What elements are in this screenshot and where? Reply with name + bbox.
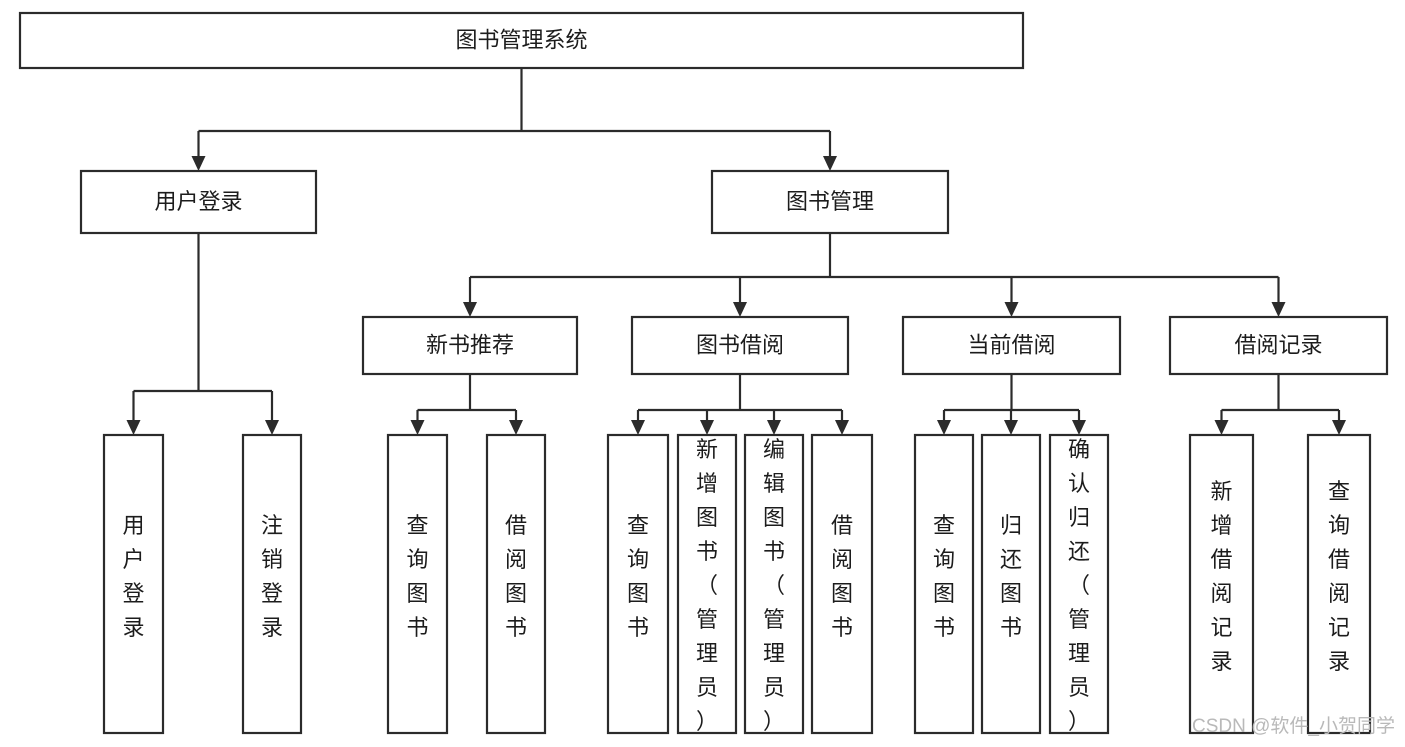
node-leaf-query-record[interactable]: 查询借阅记录 [1306,433,1372,735]
arrow-head-icon [1004,302,1019,317]
node-label-leaf-user-logout: 注销登录 [261,513,283,640]
node-layer: 图书管理系统用户登录图书管理新书推荐图书借阅当前借阅借阅记录用户登录注销登录查询… [18,11,1389,735]
arrow-head-icon [463,302,477,317]
node-leaf-edit-book[interactable]: 编辑图书（管理员） [743,433,805,735]
arrow-head-icon [191,156,206,171]
node-book-borrow[interactable]: 图书借阅 [630,315,850,376]
node-label-leaf-borrow-book-2: 借阅图书 [831,513,853,640]
node-leaf-user-logout[interactable]: 注销登录 [241,433,303,735]
arrow-head-icon [410,420,425,435]
node-box-leaf-add-record [1188,433,1255,735]
arrow-head-icon [631,420,645,435]
node-box-leaf-user-logout [241,433,303,735]
node-box-leaf-borrow-book-2 [810,433,874,735]
connector-group-current-borrow [937,374,1086,435]
node-box-leaf-user-login [102,433,165,735]
node-leaf-confirm-return[interactable]: 确认归还（管理员） [1048,433,1110,735]
node-box-leaf-query-book-3 [913,433,975,735]
arrow-head-icon [835,420,849,435]
node-label-book-manage: 图书管理 [786,189,874,214]
node-label-leaf-add-record: 新增借阅记录 [1210,479,1232,674]
node-box-book-borrow [630,315,850,376]
node-box-borrow-record [1168,315,1389,376]
connector-group-user-login [126,233,279,435]
node-label-leaf-confirm-return: 确认归还（管理员） [1068,437,1090,734]
arrow-head-icon [265,420,279,435]
connector-group-root [191,68,837,171]
node-leaf-return-book[interactable]: 归还图书 [980,433,1042,735]
node-leaf-user-login[interactable]: 用户登录 [102,433,165,735]
node-box-current-borrow [901,315,1122,376]
node-label-root: 图书管理系统 [455,27,587,52]
arrow-head-icon [126,420,141,435]
node-box-leaf-query-book-1 [386,433,449,735]
node-label-borrow-record: 借阅记录 [1234,332,1322,357]
node-box-leaf-borrow-book-1 [485,433,547,735]
node-label-leaf-edit-book: 编辑图书（管理员） [763,437,785,734]
arrow-head-icon [1004,420,1018,435]
connector-group-book-manage [463,233,1286,317]
arrow-head-icon [1072,420,1086,435]
connector-group-borrow-record [1214,374,1346,435]
node-box-root [18,11,1025,70]
arrow-head-icon [700,420,714,435]
node-new-book-recommend[interactable]: 新书推荐 [361,315,579,376]
node-box-leaf-edit-book [743,433,805,735]
arrow-head-icon [767,420,781,435]
arrow-head-icon [733,302,747,317]
node-box-leaf-query-record [1306,433,1372,735]
node-label-leaf-query-record: 查询借阅记录 [1328,479,1350,674]
connector-layer [126,68,1346,435]
node-box-leaf-return-book [980,433,1042,735]
node-box-leaf-confirm-return [1048,433,1110,735]
node-box-book-manage [710,169,950,235]
node-box-user-login [79,169,318,235]
node-label-leaf-user-login: 用户登录 [122,513,144,640]
node-leaf-query-book-1[interactable]: 查询图书 [386,433,449,735]
node-leaf-borrow-book-2[interactable]: 借阅图书 [810,433,874,735]
arrow-head-icon [823,156,837,171]
node-label-leaf-add-book: 新增图书（管理员） [696,437,718,734]
connector-group-new-book-recommend [410,374,523,435]
node-leaf-add-record[interactable]: 新增借阅记录 [1188,433,1255,735]
node-label-leaf-return-book: 归还图书 [1000,513,1022,640]
node-box-new-book-recommend [361,315,579,376]
node-leaf-query-book-2[interactable]: 查询图书 [606,433,670,735]
node-box-leaf-add-book [676,433,738,735]
arrow-head-icon [509,420,523,435]
node-label-leaf-query-book-2: 查询图书 [627,513,649,640]
node-book-manage[interactable]: 图书管理 [710,169,950,235]
node-label-user-login: 用户登录 [154,189,242,214]
node-label-leaf-borrow-book-1: 借阅图书 [505,513,527,640]
node-label-new-book-recommend: 新书推荐 [426,332,514,357]
node-label-book-borrow: 图书借阅 [696,332,784,357]
arrow-head-icon [1271,302,1286,317]
node-leaf-add-book[interactable]: 新增图书（管理员） [676,433,738,735]
node-current-borrow[interactable]: 当前借阅 [901,315,1122,376]
arrow-head-icon [937,420,951,435]
node-label-leaf-query-book-1: 查询图书 [406,513,428,640]
connector-group-book-borrow [631,374,849,435]
csdn-watermark: CSDN @软件_小贺同学 [1192,715,1395,737]
node-label-leaf-query-book-3: 查询图书 [933,513,955,640]
node-borrow-record[interactable]: 借阅记录 [1168,315,1389,376]
node-leaf-query-book-3[interactable]: 查询图书 [913,433,975,735]
arrow-head-icon [1214,420,1229,435]
node-root[interactable]: 图书管理系统 [18,11,1025,70]
node-box-leaf-query-book-2 [606,433,670,735]
node-leaf-borrow-book-1[interactable]: 借阅图书 [485,433,547,735]
node-user-login[interactable]: 用户登录 [79,169,318,235]
arrow-head-icon [1332,420,1346,435]
node-label-current-borrow: 当前借阅 [967,332,1055,357]
